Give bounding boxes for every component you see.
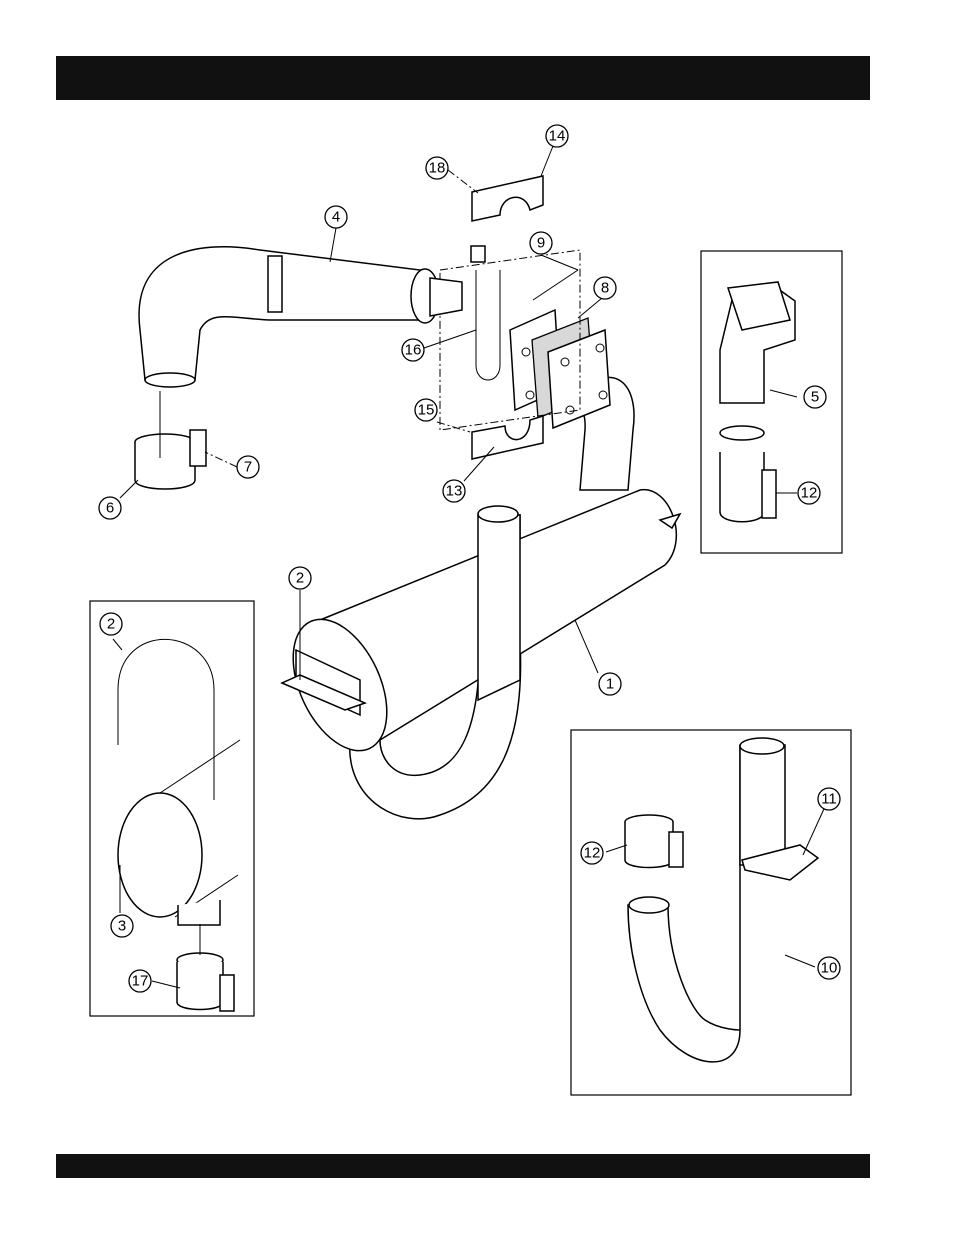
callout-12-bottom: 12 <box>581 842 603 864</box>
callout-7: 7 <box>237 456 259 478</box>
bracket-plate-upper <box>472 176 543 221</box>
svg-text:2: 2 <box>107 616 115 633</box>
u-bolt-nut <box>471 246 485 262</box>
callout-2-inset: 2 <box>100 613 122 635</box>
callout-14: 14 <box>546 125 568 147</box>
bracket-plate-lower <box>472 416 543 459</box>
svg-text:1: 1 <box>606 676 614 693</box>
callout-18: 18 <box>426 157 448 179</box>
svg-text:15: 15 <box>418 402 435 419</box>
exhaust-pipe <box>139 247 462 387</box>
callout-2: 2 <box>289 567 311 589</box>
svg-text:6: 6 <box>106 500 114 517</box>
callout-17: 17 <box>129 970 151 992</box>
clamp-6 <box>135 430 206 489</box>
svg-text:17: 17 <box>132 973 149 990</box>
svg-text:16: 16 <box>405 342 422 359</box>
callout-16: 16 <box>402 339 424 361</box>
callout-1: 1 <box>599 673 621 695</box>
callout-11: 11 <box>818 788 840 810</box>
callout-15: 15 <box>415 399 437 421</box>
callout-9: 9 <box>530 232 552 254</box>
svg-text:3: 3 <box>118 918 126 935</box>
svg-text:14: 14 <box>549 128 566 145</box>
svg-text:8: 8 <box>601 280 609 297</box>
svg-text:12: 12 <box>584 845 601 862</box>
callout-3: 3 <box>111 915 133 937</box>
svg-text:11: 11 <box>821 791 837 808</box>
svg-text:2: 2 <box>296 570 304 587</box>
flange-assembly <box>510 310 610 428</box>
callout-8: 8 <box>594 277 616 299</box>
callout-12-top: 12 <box>798 482 820 504</box>
callout-5: 5 <box>804 386 826 408</box>
svg-text:10: 10 <box>821 960 838 977</box>
svg-text:18: 18 <box>429 160 446 177</box>
svg-text:7: 7 <box>244 459 252 476</box>
svg-text:13: 13 <box>446 483 463 500</box>
callout-13: 13 <box>443 480 465 502</box>
callout-10: 10 <box>818 957 840 979</box>
svg-text:12: 12 <box>801 485 818 502</box>
callout-4: 4 <box>325 206 347 228</box>
callout-6: 6 <box>99 497 121 519</box>
svg-text:5: 5 <box>811 389 819 406</box>
svg-text:4: 4 <box>332 209 340 226</box>
svg-text:9: 9 <box>537 235 545 252</box>
u-bolt-16 <box>476 270 500 380</box>
